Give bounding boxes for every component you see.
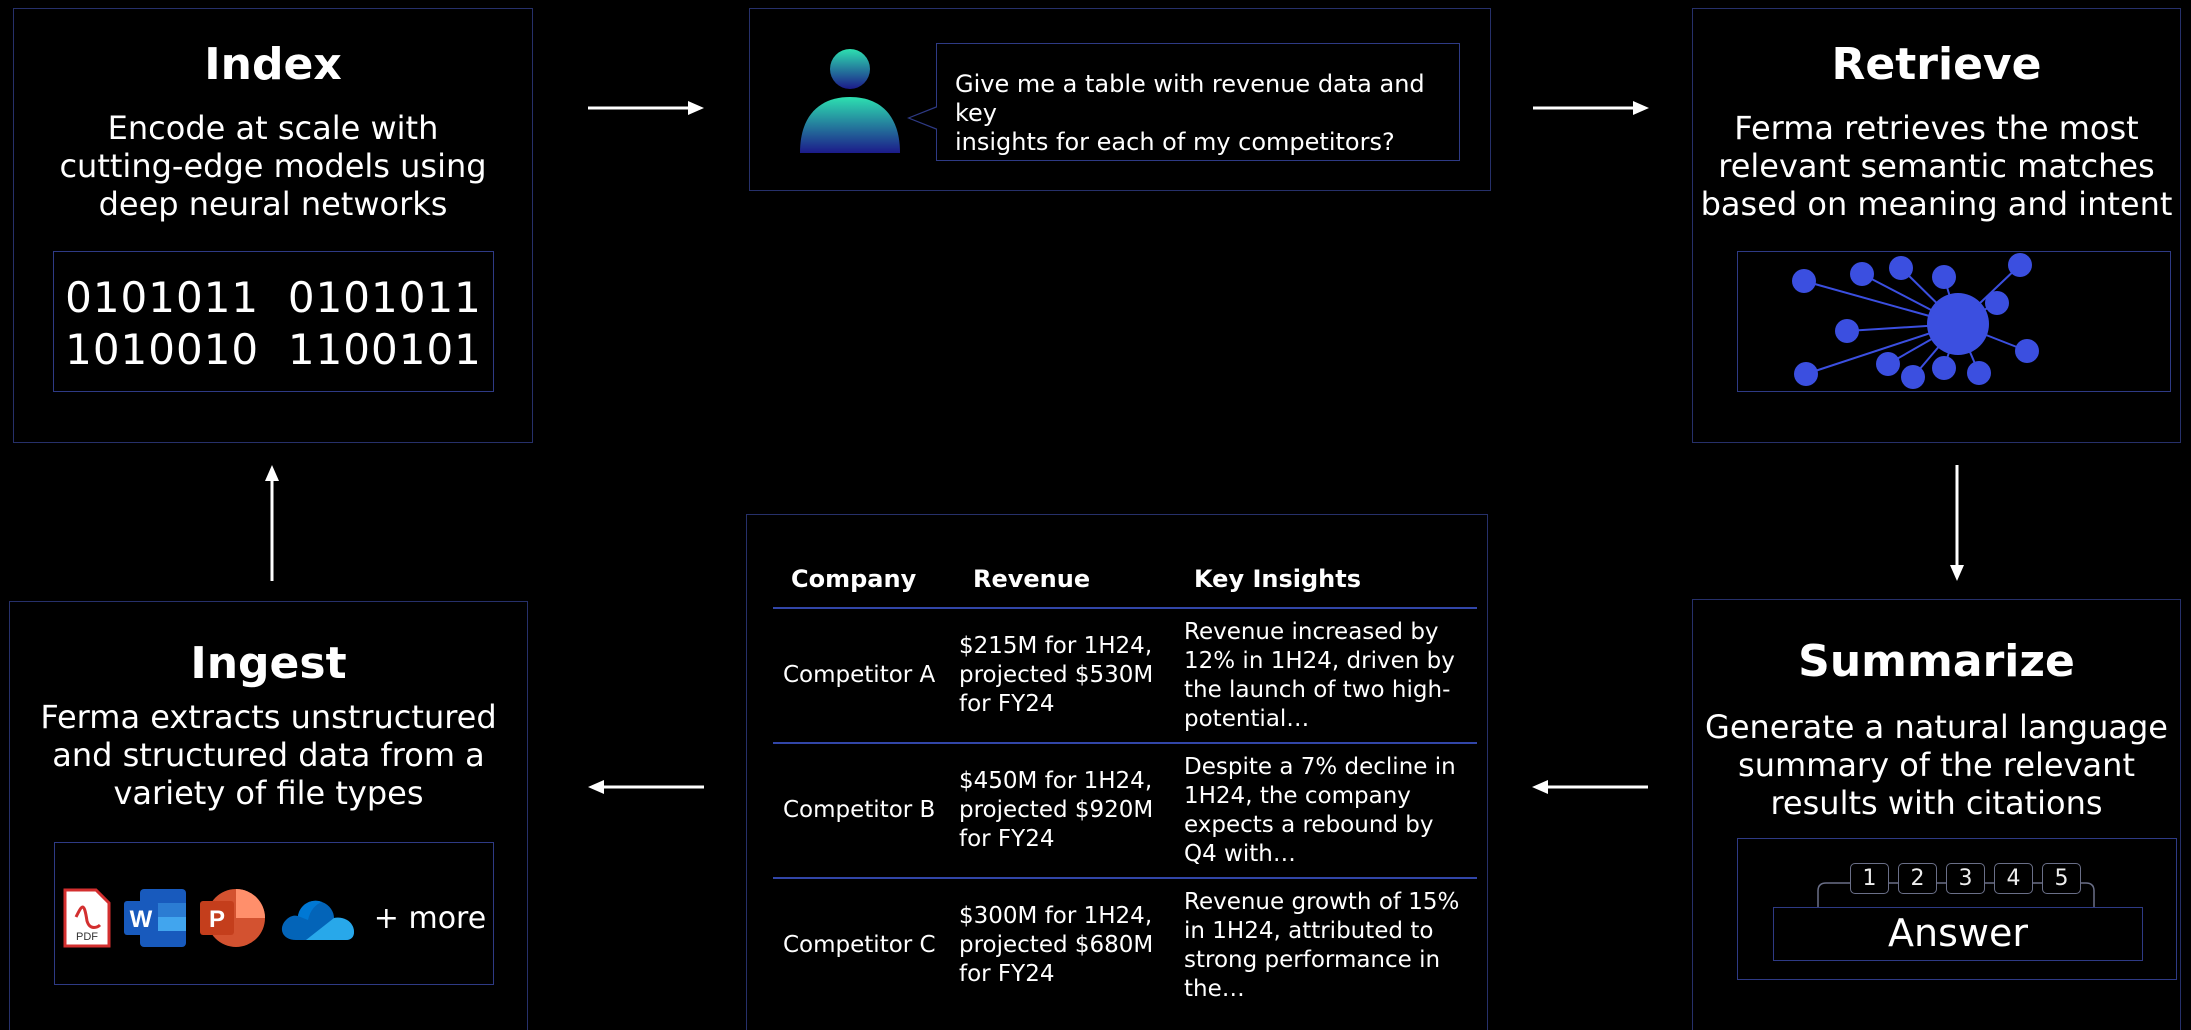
query-bubble: Give me a table with revenue data and ke… (907, 43, 1460, 161)
ingest-card: Ingest Ferma extracts unstructured and s… (9, 601, 528, 1030)
revenue-cell: $215M for 1H24, projected $530M for FY24 (959, 633, 1154, 717)
retrieve-description: Ferma retrieves the most relevant semant… (1700, 109, 2173, 223)
arrow-right-icon (1533, 101, 1649, 115)
revenue-cell: $450M for 1H24, projected $920M for FY24 (959, 768, 1154, 852)
table-row: Competitor B $450M for 1H24, projected $… (773, 744, 1477, 879)
word-icon: W (123, 889, 186, 947)
semantic-network-icon (1792, 253, 2039, 389)
index-card: Index Encode at scale with cutting-edge … (13, 8, 533, 443)
revenue-cell: $300M for 1H24, projected $680M for FY24 (959, 903, 1154, 987)
summarize-description: Generate a natural language summary of t… (1705, 708, 2168, 822)
ingest-description: Ferma extracts unstructured and structur… (40, 698, 497, 812)
onedrive-icon (281, 900, 354, 940)
header-company: Company (791, 565, 917, 593)
svg-text:P: P (209, 906, 225, 933)
arrow-right-icon (588, 101, 704, 115)
arrow-left-icon (1532, 780, 1648, 794)
table-row: Competitor A $215M for 1H24, projected $… (773, 609, 1477, 744)
company-cell: Competitor C (783, 932, 936, 958)
binary-panel: 0101011 0101011 1010010 1100101 (53, 251, 494, 392)
index-title: Index (204, 39, 342, 90)
header-revenue: Revenue (973, 565, 1091, 593)
svg-text:PDF: PDF (76, 931, 98, 943)
company-cell: Competitor A (783, 662, 936, 688)
binary-text: 0101011 0101011 1010010 1100101 (65, 273, 482, 374)
header-key-insights: Key Insights (1194, 565, 1362, 593)
citation-badge: 4 (1994, 863, 2033, 894)
powerpoint-icon: P (199, 889, 265, 947)
summarize-title: Summarize (1798, 636, 2075, 687)
index-description: Encode at scale with cutting-edge models… (59, 109, 487, 223)
arrow-up-icon (265, 465, 279, 581)
table-row: Competitor C $300M for 1H24, projected $… (773, 879, 1477, 1012)
retrieve-title: Retrieve (1831, 39, 2042, 90)
more-file-types-label: + more (373, 900, 487, 936)
citation-badge: 1 (1850, 863, 1889, 894)
pdf-icon: PDF (63, 888, 111, 948)
ingest-title: Ingest (190, 638, 347, 689)
answer-box: Answer (1773, 907, 2143, 961)
summarize-card: Summarize Generate a natural language su… (1692, 599, 2181, 1030)
answer-panel: 1 2 3 4 5 Answer (1737, 838, 2177, 980)
citation-badge: 5 (2042, 863, 2081, 894)
user-avatar-icon (800, 49, 900, 153)
query-card: Give me a table with revenue data and ke… (749, 8, 1491, 191)
insight-cell: Revenue increased by 12% in 1H24, driven… (1184, 618, 1455, 732)
svg-text:W: W (129, 906, 152, 933)
results-table: Company Revenue Key Insights Competitor … (773, 551, 1477, 1012)
semantic-graph-panel (1737, 251, 2171, 392)
table-header: Company Revenue Key Insights (773, 551, 1477, 609)
citation-badge: 3 (1946, 863, 1985, 894)
insight-cell: Revenue growth of 15% in 1H24, attribute… (1184, 888, 1460, 1002)
arrow-left-icon (588, 780, 704, 794)
retrieve-card: Retrieve Ferma retrieves the most releva… (1692, 8, 2181, 443)
citation-badge: 2 (1898, 863, 1937, 894)
citation-list: 1 2 3 4 5 (1850, 863, 2081, 894)
results-table-card: Company Revenue Key Insights Competitor … (746, 514, 1488, 1030)
file-types-panel: PDF W P + more (54, 842, 494, 985)
insight-cell: Despite a 7% decline in 1H24, the compan… (1184, 753, 1456, 867)
arrow-down-icon (1950, 465, 1964, 581)
file-icons-row: PDF W P + more (55, 887, 493, 949)
company-cell: Competitor B (783, 797, 936, 823)
